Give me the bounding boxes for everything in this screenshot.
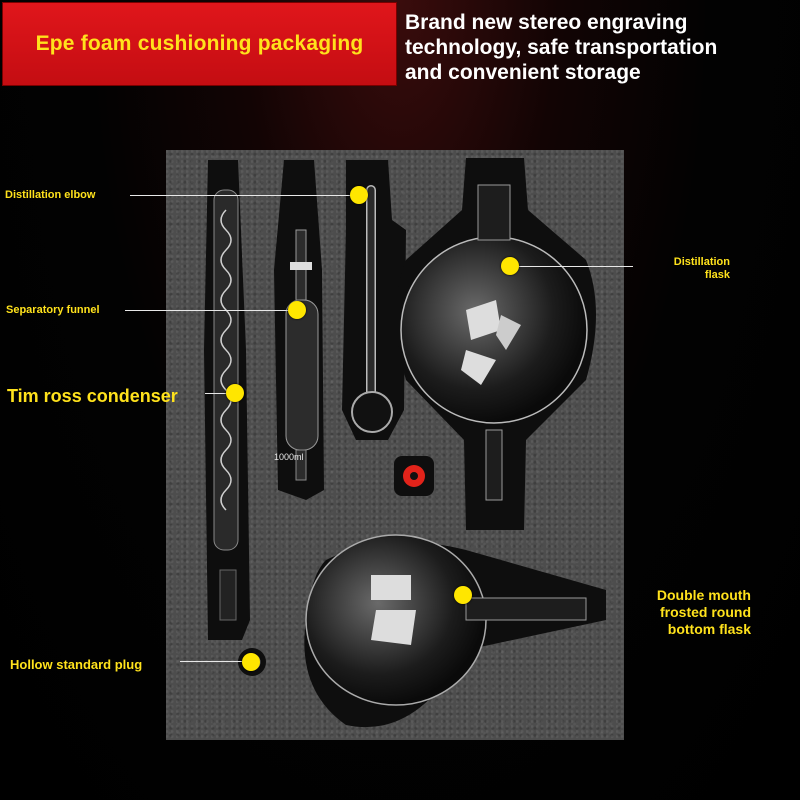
label-distillation-elbow: Distillation elbow <box>5 189 96 201</box>
funnel-cavity <box>274 160 324 500</box>
elbow-marker <box>350 186 368 204</box>
distillation-flask-marker <box>501 257 519 275</box>
label-double-mouth-flask: Double mouth frosted round bottom flask <box>625 587 751 638</box>
condenser-marker <box>226 384 244 402</box>
label-separatory-funnel: Separatory funnel <box>6 304 100 316</box>
funnel-marker <box>288 301 306 319</box>
headline-line-2: technology, safe transportation <box>405 36 718 59</box>
elbow-callout-line <box>130 195 352 196</box>
hollow-plug-marker <box>242 653 260 671</box>
hollow-plug-callout-line <box>180 661 245 662</box>
funnel-callout-line <box>125 310 289 311</box>
funnel-volume-text: 1000ml <box>274 452 304 462</box>
double-mouth-marker <box>454 586 472 604</box>
label-condenser: Tim ross condenser <box>7 386 178 406</box>
banner-text: Epe foam cushioning packaging <box>35 32 364 55</box>
label-double-mouth-line-3: bottom flask <box>667 621 751 637</box>
distillation-flask-cavity <box>396 158 596 530</box>
condenser-cavity <box>204 160 250 640</box>
plug-cavity <box>394 456 434 496</box>
distillation-flask-callout-line <box>515 266 633 267</box>
label-hollow-plug: Hollow standard plug <box>10 657 143 672</box>
label-distillation-flask-line-1: Distillation <box>673 256 730 268</box>
elbow-cavity <box>342 160 406 440</box>
label-double-mouth-line-1: Double mouth <box>656 587 751 603</box>
label-double-mouth-line-2: frosted round <box>660 604 751 620</box>
headline: Brand new stereo engraving technology, s… <box>405 10 795 85</box>
label-distillation-flask-line-2: flask <box>704 269 730 281</box>
condenser-callout-line <box>205 393 231 394</box>
headline-line-3: and convenient storage <box>405 61 641 84</box>
title-banner: Epe foam cushioning packaging <box>2 2 397 86</box>
label-distillation-flask: Distillation flask <box>640 256 730 282</box>
round-flask-cavity <box>304 534 606 728</box>
headline-line-1: Brand new stereo engraving <box>405 11 688 34</box>
foam-case: 1000ml <box>166 150 624 740</box>
glassware-illustration: 1000ml <box>204 158 606 728</box>
